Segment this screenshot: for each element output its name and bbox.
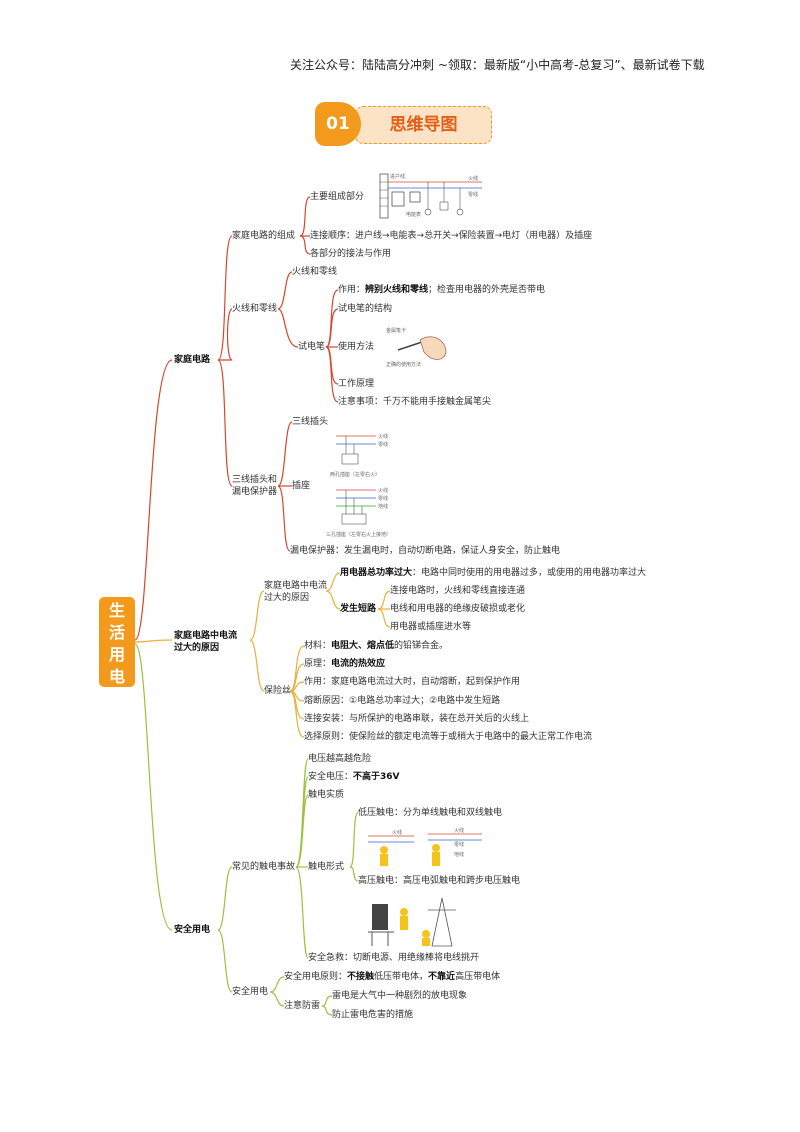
header-notice: 关注公众号：陆陆高分冲刺 ~领取：最新版“小中高考-总复习”、最新试卷下载: [290, 58, 705, 72]
node-live-neutral: 火线和零线: [232, 304, 278, 314]
node-low-voltage: 低压触电：分为单线触电和双线触电: [358, 808, 503, 818]
node-safe-principle: 安全用电原则：不接触低压带电体，不靠近高压带电体: [284, 972, 501, 982]
fig-label: 火线: [378, 487, 388, 494]
node-short-1: 连接电路时，火线和零线直接连通: [390, 586, 526, 596]
section-badge: 思维导图 01: [315, 102, 492, 146]
node-tester-structure: 试电笔的结构: [338, 304, 393, 314]
root-char: 生: [108, 601, 125, 620]
node-tester-method: 使用方法: [338, 342, 375, 352]
socket-figure: 火线 零线 两孔插座（左零右火） 火线 零线 地线 三孔插座（左零右火上接地）: [326, 433, 391, 538]
fig-label: 正确的使用方法: [386, 361, 421, 368]
node-accidents: 常见的触电事故: [232, 862, 296, 872]
node-safe-use: 安全用电: [232, 987, 269, 997]
fig-label: 地线: [378, 503, 388, 510]
node-lightning-1: 雷电是大气中一种剧烈的放电现象: [332, 991, 468, 1001]
node-fuse-principle: 原理：电流的热效应: [304, 659, 386, 669]
node-lightning-2: 防止雷电危害的措施: [332, 1010, 414, 1020]
fig-label: 火线: [392, 829, 402, 836]
root-node: 生 活 用 电: [99, 597, 135, 687]
node-overload: 用电器总功率过大：电路中同时使用的用电器过多，或使用的用电器功率过大: [340, 568, 647, 578]
root-char: 活: [108, 623, 125, 642]
node-fuse-select: 选择原则：使保险丝的额定电流等于或稍大于电路中的最大正常工作电流: [304, 732, 593, 742]
node-short-2: 电线和用电器的绝缘皮破损或老化: [390, 604, 526, 614]
node-composition: 家庭电路的组成: [232, 231, 296, 241]
node-fuse-melt: 熔断原因：①电路总功率过大；②电路中发生短路: [304, 696, 501, 706]
node-leakage: 漏电保护器：发生漏电时，自动切断电路，保证人身安全，防止触电: [290, 546, 561, 556]
node-socket: 插座: [292, 481, 311, 491]
root-char: 电: [108, 667, 125, 686]
fig-label: 零线: [454, 841, 464, 848]
node-tester-notes: 注意事项：千万不能用手接触金属笔尖: [338, 397, 492, 407]
node-lightning: 注意防雷: [284, 1001, 321, 1011]
node-live-neutral-item: 火线和零线: [292, 267, 338, 277]
node-three-pin: 三线插头和漏电保护器: [232, 475, 278, 497]
household-circuit-figure: 进户线 电能表 火线 零线: [379, 173, 482, 219]
node-fuse-install: 连接安装：与所保护的电路串联，装在总开关后的火线上: [304, 714, 530, 724]
node-tester-use: 作用：辨别火线和零线；检查用电器的外壳是否带电: [338, 285, 546, 295]
fig-label: 电能表: [406, 211, 421, 218]
node-fuse-material: 材料：电阻大、熔点低的铅锑合金。: [304, 641, 449, 651]
fig-label: 金属笔卡: [386, 327, 406, 334]
node-tester: 试电笔: [298, 342, 326, 352]
node-short: 发生短路: [340, 604, 377, 614]
fig-label: 零线: [468, 191, 478, 198]
fig-label: 零线: [378, 441, 388, 448]
node-rescue: 安全急救：切断电源、用绝缘棒将电线挑开: [308, 953, 480, 963]
root-char: 用: [108, 645, 125, 664]
node-causes: 家庭电路中电流过大的原因: [264, 581, 328, 603]
node-main-parts: 主要组成部分: [310, 192, 365, 202]
fig-label: 地线: [454, 851, 464, 858]
fig-label: 进户线: [390, 173, 405, 180]
node-tester-principle: 工作原理: [338, 379, 375, 389]
fig-label: 火线: [468, 175, 478, 182]
node-forms: 触电形式: [308, 862, 345, 872]
badge-title: 思维导图: [355, 106, 492, 144]
fig-label: 三孔插座（左零右火上接地）: [326, 531, 391, 538]
tester-pen-figure: 金属笔卡 正确的使用方法: [386, 327, 447, 368]
low-voltage-figure: 火线 火线 零线 地线: [368, 827, 482, 866]
node-safety: 安全用电: [174, 925, 211, 935]
high-voltage-figure: [368, 897, 456, 947]
node-high-voltage: 高压触电：高压电弧触电和跨步电压触电: [358, 876, 521, 886]
node-three-pin-plug: 三线插头: [292, 417, 329, 427]
node-short-3: 用电器或插座进水等: [390, 622, 472, 632]
fig-label: 两孔插座（左零右火）: [330, 471, 380, 478]
node-home-circuit: 家庭电路: [174, 355, 211, 365]
node-safe-voltage: 安全电压：不高于36V: [308, 772, 400, 782]
fig-label: 火线: [378, 433, 388, 440]
fig-label: 零线: [378, 495, 388, 502]
node-fuse-function: 作用：家庭电路电流过大时，自动熔断，起到保护作用: [304, 677, 521, 687]
fig-label: 火线: [454, 827, 464, 834]
node-essence: 触电实质: [308, 790, 345, 800]
node-order: 连接顺序：进户线→电能表→总开关→保险装置→电灯（用电器）及插座: [310, 231, 593, 241]
node-danger: 电压越高越危险: [308, 754, 372, 764]
node-fuse: 保险丝: [264, 686, 292, 696]
node-overcurrent: 家庭电路中电流过大的原因: [174, 631, 238, 653]
badge-number: 01: [315, 102, 361, 146]
node-install: 各部分的接法与作用: [310, 249, 392, 259]
